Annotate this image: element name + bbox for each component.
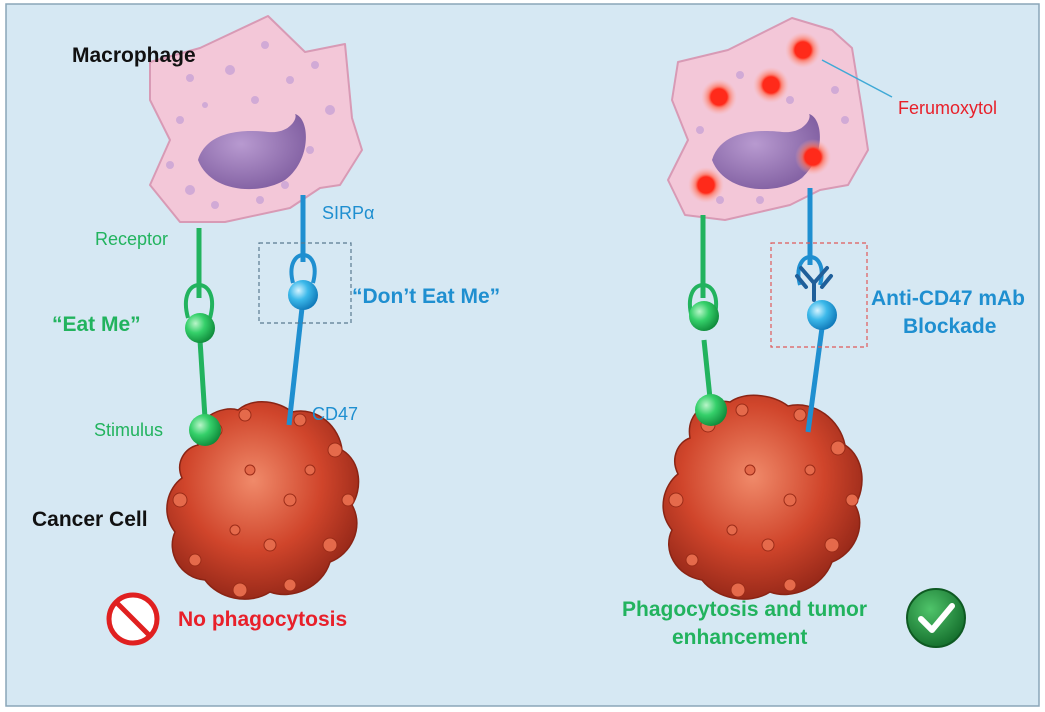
ferumoxytol-pointer <box>821 59 893 98</box>
cd47-ball-right <box>807 300 837 330</box>
eat-me-pathway-right <box>687 215 727 426</box>
stimulus-ball-right <box>695 394 727 426</box>
ferumoxytol-label: Ferumoxytol <box>898 98 998 118</box>
cd47-ball-left <box>288 280 318 310</box>
dont-eat-me-box <box>258 242 352 324</box>
cancer-cell-label: Cancer Cell <box>32 508 148 531</box>
sirpa-label: SIRPα <box>322 203 375 223</box>
cancer-cell-right <box>662 394 863 600</box>
eat-me-ligand-ball <box>185 313 215 343</box>
macrophage-left <box>149 15 363 223</box>
stimulus-ball <box>189 414 221 446</box>
anti-cd47-label-line1: Anti-CD47 mAb <box>871 287 1026 310</box>
stimulus-label: Stimulus <box>94 420 164 440</box>
phagocytosis-label-line1: Phagocytosis and tumor <box>622 598 868 621</box>
anti-cd47-label-line2: Blockade <box>903 315 997 338</box>
macrophage-label: Macrophage <box>72 44 196 67</box>
antibody-icon <box>795 266 833 302</box>
receptor-label: Receptor <box>95 229 169 249</box>
phagocytosis-label-line2: enhancement <box>672 626 808 649</box>
dont-eat-me-pathway-right <box>770 188 868 433</box>
macrophage-right <box>667 17 869 221</box>
ferumoxytol-particles <box>688 32 831 203</box>
checkmark-icon <box>906 588 966 648</box>
nucleus-left <box>198 114 306 190</box>
dont-eat-me-pathway-left <box>258 195 352 426</box>
cancer-cell-left <box>166 401 360 600</box>
cd47-label: CD47 <box>312 404 359 424</box>
eat-me-label: “Eat Me” <box>52 313 141 336</box>
no-phagocytosis-label: No phagocytosis <box>178 608 348 631</box>
dont-eat-me-label: “Don’t Eat Me” <box>352 285 501 308</box>
nucleus-right <box>712 114 820 190</box>
eat-me-pathway-left <box>183 228 221 446</box>
blockade-box <box>770 242 868 348</box>
eat-me-ligand-ball-right <box>689 301 719 331</box>
prohibited-icon <box>106 592 160 646</box>
